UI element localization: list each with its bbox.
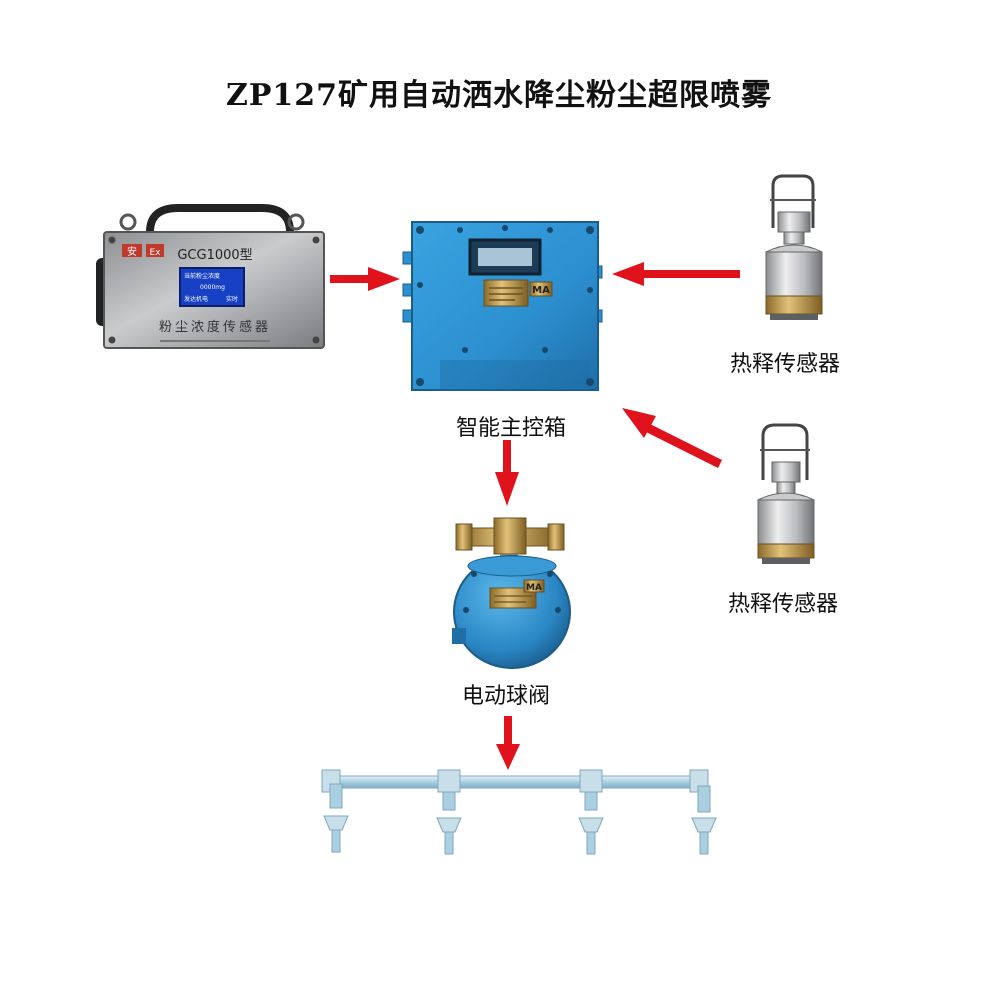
svg-text:当前粉尘浓度: 当前粉尘浓度: [184, 272, 220, 280]
spray-pipe-assembly: [321, 769, 717, 855]
nameplate: [483, 279, 529, 307]
cert-badge-right: [146, 244, 164, 257]
carry-handle: [146, 204, 294, 233]
ma-mark-box: MA: [532, 285, 550, 296]
arrow-bottom-sensor-to-box: [622, 408, 722, 468]
main-spray-pipe: [329, 775, 703, 789]
arrow-sensor-to-box: [330, 267, 400, 291]
pyro-sensor-top-label: 热释传感器: [730, 352, 841, 377]
control-box-label: 智能主控箱: [456, 416, 567, 441]
dust-sensor-device: 安 Ex GCG1000型 当前粉尘浓度 0000mg 发达机电 实时 粉尘浓度…: [96, 204, 325, 349]
svg-text:安: 安: [127, 245, 137, 258]
pyro-sensor-top-device: [765, 174, 823, 320]
sensor-model-label: GCG1000型: [177, 248, 252, 263]
pyro-sensor-bottom-label: 热释传感器: [728, 592, 839, 617]
spray-nozzle: [691, 785, 717, 855]
arrow-box-to-valve: [495, 440, 519, 506]
cert-badge-left: [122, 244, 142, 257]
sensor-lcd-screen: [179, 267, 245, 307]
spray-nozzle: [323, 783, 349, 853]
ball-valve-device: MA: [452, 517, 571, 669]
sensor-plate-text: 粉尘浓度传感器: [159, 319, 271, 335]
arrow-top-sensor-to-box: [612, 262, 740, 286]
ma-mark-valve: MA: [526, 583, 542, 593]
arrow-valve-to-pipe: [496, 716, 520, 770]
svg-text:发达机电: 发达机电: [184, 295, 208, 303]
spray-nozzle: [578, 769, 604, 855]
control-box-device: MA: [402, 221, 603, 391]
ball-valve-label: 电动球阀: [462, 684, 551, 709]
svg-text:0000mg: 0000mg: [200, 284, 225, 291]
svg-text:Ex: Ex: [149, 248, 161, 258]
spray-nozzle: [436, 769, 462, 855]
svg-text:实时: 实时: [226, 295, 238, 303]
diagram-title: ZP127矿用自动洒水降尘粉尘超限喷雾: [225, 78, 773, 113]
pyro-sensor-bottom-device: [757, 423, 815, 564]
